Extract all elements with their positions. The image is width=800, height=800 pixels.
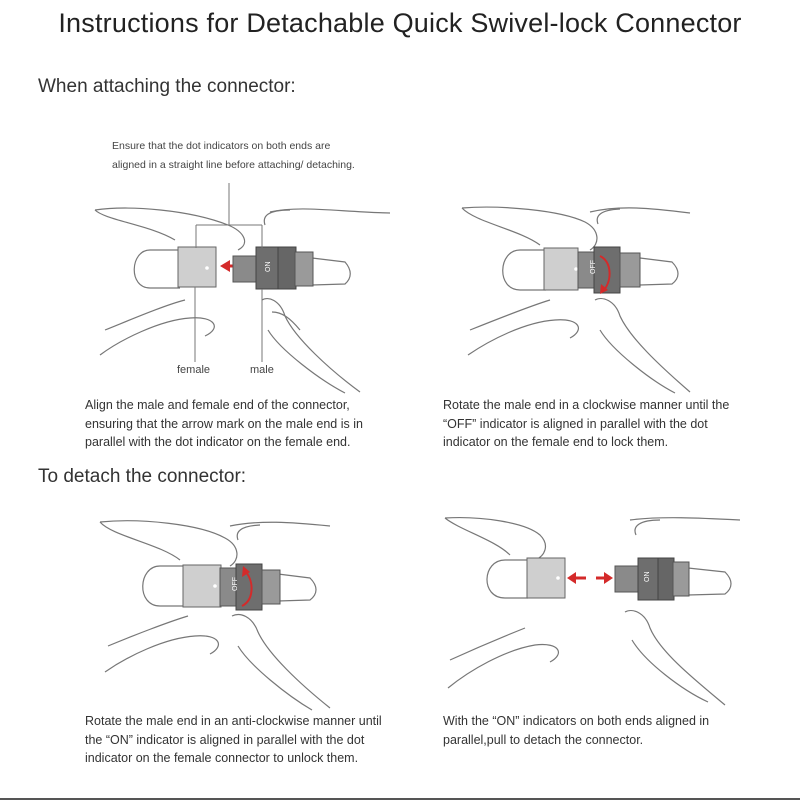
off-mark: OFF bbox=[232, 577, 239, 591]
step2-caption: Rotate the male end in a clockwise manne… bbox=[443, 398, 730, 449]
cable-right bbox=[311, 257, 351, 286]
male-tip bbox=[232, 255, 258, 283]
on-mark: ON bbox=[644, 572, 651, 583]
attach-heading: When attaching the connector: bbox=[38, 76, 296, 97]
alignment-callout: Ensure that the dot indicators on both e… bbox=[112, 140, 355, 171]
figure-detach bbox=[444, 517, 741, 706]
finger-lower-left bbox=[104, 635, 220, 673]
page-title: Instructions for Detachable Quick Swivel… bbox=[58, 8, 742, 38]
finger-lower-left bbox=[467, 319, 580, 356]
step3-caption: Rotate the male end in an anti-clockwise… bbox=[85, 714, 382, 765]
step4-caption: With the “ON” indicators on both ends al… bbox=[443, 714, 710, 747]
male-sleeve bbox=[294, 251, 314, 287]
dot-indicator bbox=[556, 576, 560, 580]
finger-lower-right bbox=[624, 609, 726, 706]
finger-upper-left bbox=[99, 520, 238, 567]
finger-lower-right bbox=[594, 297, 691, 393]
label-female: female bbox=[177, 364, 211, 376]
dot-indicator bbox=[574, 267, 578, 271]
off-mark: OFF bbox=[590, 260, 597, 274]
male-grip bbox=[277, 246, 297, 290]
cable-right bbox=[687, 567, 732, 596]
female-connector bbox=[177, 246, 217, 288]
male-ring bbox=[235, 563, 263, 611]
rotate-cw-arrow bbox=[599, 255, 611, 291]
rotate-ccw-arrow bbox=[241, 571, 253, 607]
figure-align bbox=[94, 207, 391, 394]
finger-upper-left bbox=[444, 517, 547, 561]
cable-right bbox=[277, 573, 317, 602]
finger-tip-left bbox=[502, 249, 546, 291]
dot-indicator bbox=[205, 266, 209, 270]
male-grip bbox=[657, 557, 675, 601]
finger-lower-right bbox=[261, 297, 361, 393]
male-sleeve bbox=[672, 561, 690, 597]
female-connector bbox=[543, 247, 579, 291]
step1-caption: Align the male and female end of the con… bbox=[85, 398, 363, 449]
male-sleeve bbox=[261, 569, 281, 605]
finger-upper-left bbox=[94, 207, 246, 251]
male-sleeve bbox=[619, 252, 641, 288]
figure-lock bbox=[461, 206, 691, 394]
finger-upper-right bbox=[229, 521, 331, 527]
male-tip bbox=[614, 565, 640, 593]
bottom-divider bbox=[0, 798, 800, 800]
dot-indicator bbox=[213, 584, 217, 588]
finger-upper-right bbox=[629, 517, 741, 521]
cable-right bbox=[639, 257, 679, 286]
label-male: male bbox=[250, 364, 274, 376]
finger-lower-right bbox=[231, 613, 331, 709]
on-mark: ON bbox=[265, 262, 272, 273]
finger-lower-left bbox=[447, 643, 560, 689]
callout-bracket bbox=[194, 183, 263, 362]
detach-heading: To detach the connector: bbox=[38, 466, 247, 487]
finger-upper-right bbox=[589, 207, 691, 214]
pull-arrow-left bbox=[567, 572, 586, 584]
finger-tip-left bbox=[142, 565, 184, 607]
finger-upper-left bbox=[461, 206, 598, 251]
pull-arrow-right bbox=[596, 572, 613, 584]
finger-lower-left bbox=[99, 317, 215, 356]
finger-tip-left bbox=[133, 249, 180, 289]
finger-tip-left bbox=[486, 559, 528, 599]
figure-unlock bbox=[99, 520, 331, 711]
